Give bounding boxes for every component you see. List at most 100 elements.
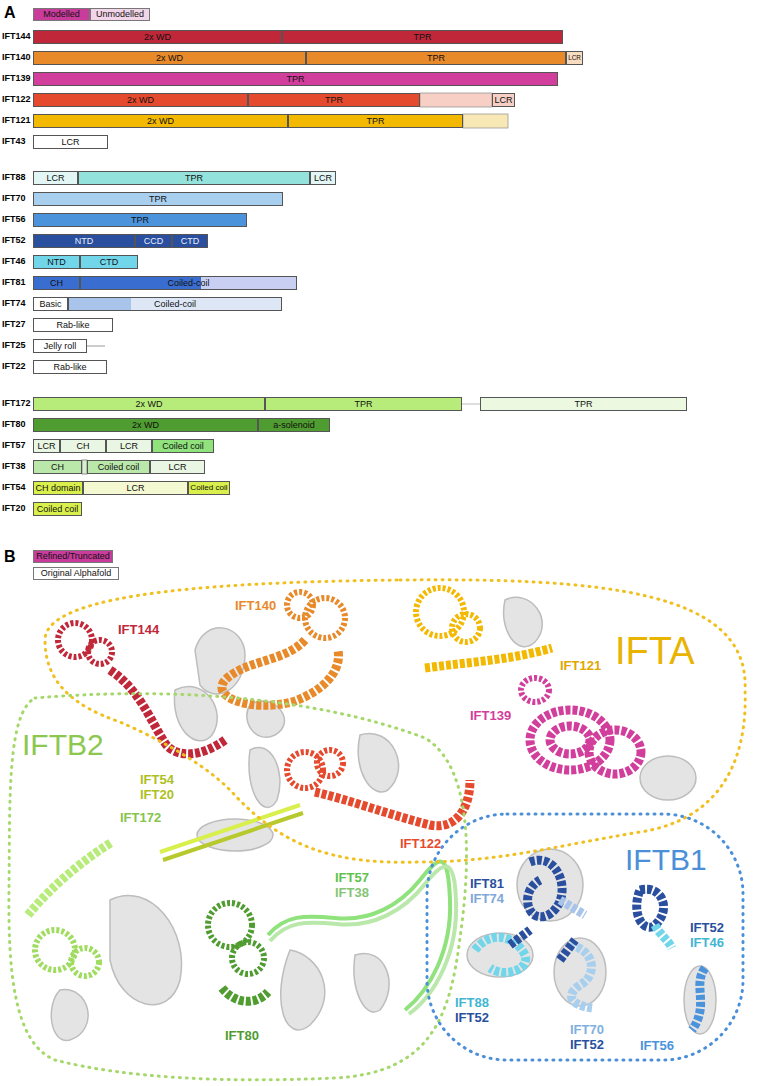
domain-label: TPR [325, 94, 343, 106]
protein-name: IFT56 [2, 214, 26, 225]
domain-bar: a-solenoid [258, 418, 330, 432]
domain-bar: LCR [33, 135, 108, 149]
domain-label: LCR [46, 172, 64, 184]
domain-bar: 2x WD [33, 93, 248, 107]
domain-bar: LCR [33, 439, 60, 453]
legend-swatch: Modelled [33, 8, 90, 21]
domain-label: CCD [144, 235, 164, 247]
domain-bar: 2x WD [33, 418, 258, 432]
protein-ribbon [692, 968, 705, 1030]
domain-label: LCR [314, 172, 332, 184]
domain-label: Coiled coil [190, 482, 227, 494]
domain-label: Basic [39, 298, 61, 310]
alphafold-model [249, 747, 280, 807]
alphafold-model [684, 966, 716, 1034]
domain-label: Rab-like [53, 361, 86, 373]
domain-label: TPR [575, 398, 593, 410]
region-heading: IFTB1 [625, 843, 707, 878]
dotted-outline [9, 694, 467, 1080]
domain-bar: LCR [33, 171, 78, 185]
protein-name: IFT54 [140, 772, 174, 787]
domain-label: CH [50, 277, 63, 289]
domain-label: 2x WD [156, 52, 183, 64]
domain-label: TPR [149, 193, 167, 205]
protein-ribbon [528, 860, 563, 917]
domain-bar: TPR [306, 51, 566, 65]
legend-swatch: Original Alphafold [33, 567, 119, 580]
domain-label: Coiled coil [98, 461, 140, 473]
domain-label: LCR [126, 482, 144, 494]
tpr-helix [315, 780, 470, 826]
protein-name: IFT144 [118, 622, 159, 637]
domain-label: LCR [168, 461, 186, 473]
domain-bar: CH [60, 439, 106, 453]
gap-line [462, 404, 480, 405]
domain-label: 2x WD [136, 398, 163, 410]
domain-bar: LCR [150, 460, 205, 474]
protein-name: IFT38 [335, 885, 369, 900]
protein-ribbon [560, 940, 575, 960]
domain-label: Rab-like [56, 319, 89, 331]
alphafold-model [51, 990, 88, 1041]
tpr-helix [222, 640, 339, 705]
tpr-helix [521, 678, 549, 702]
protein-name: IFT81 [470, 876, 504, 891]
protein-name: IFT74 [470, 891, 504, 906]
domain-bar: Basic [33, 297, 68, 311]
legend-swatch: Refined/Truncated [33, 550, 113, 563]
region-heading: IFTA [615, 630, 695, 674]
protein-name: IFT80 [2, 419, 26, 430]
complex-region: IFTB2 [5, 688, 475, 1080]
domain-label: Jelly roll [44, 340, 77, 352]
alphafold-model [358, 734, 398, 792]
domain-bar: Coiled coil [87, 460, 150, 474]
protein-name: IFT27 [2, 319, 26, 330]
protein-name: IFT20 [140, 787, 174, 802]
coiled-coil [160, 805, 300, 852]
domain-bar: CTD [80, 255, 138, 269]
domain-bar: 2x WD [33, 397, 265, 411]
tpr-helix [110, 670, 225, 754]
domain-label: 2x WD [132, 419, 159, 431]
alphafold-model [354, 953, 389, 1012]
protein-name: IFT74 [2, 298, 26, 309]
protein-ribbon [637, 889, 664, 927]
legend-text: Refined/Truncated [36, 551, 110, 562]
protein-name: IFT52 [690, 920, 724, 935]
domain-label: a-solenoid [273, 419, 315, 431]
protein-name: IFT25 [2, 340, 26, 351]
domain-bar: TPR [248, 93, 420, 107]
domain-label: CH [51, 461, 64, 473]
legend-swatch: Unmodelled [90, 8, 150, 21]
domain-label: CTD [100, 256, 119, 268]
region-heading: IFTB2 [22, 728, 104, 763]
legend-text: Original Alphafold [41, 568, 112, 579]
domain-bar: CH [33, 460, 82, 474]
tpr-helix [28, 842, 112, 915]
domain-bar: LCR [492, 93, 515, 107]
alphafold-model [110, 895, 182, 1004]
domain-label: CH [77, 440, 90, 452]
tpr-helix [589, 730, 641, 774]
domain-bar: TPR [33, 213, 247, 227]
domain-label: 2x WD [147, 115, 174, 127]
domain-bar: TPR [33, 192, 283, 206]
protein-ribbon [560, 900, 585, 915]
dotted-outline [427, 814, 743, 1060]
alphafold-model [281, 950, 325, 1030]
domain-bar: Coiled coil [152, 439, 214, 453]
protein-name: IFT57 [335, 870, 369, 885]
domain-label: CH domain [35, 482, 80, 494]
panel-letter: B [4, 548, 16, 566]
domain-label: LCR [568, 52, 581, 64]
protein-ribbon [570, 945, 592, 1008]
protein-name: IFT144 [2, 31, 31, 42]
protein-name: IFT46 [690, 935, 724, 950]
domain-bar: NTD [33, 234, 135, 248]
domain-label: Coiled-coil [167, 277, 209, 289]
domain-bar: Coiled-coil [80, 276, 297, 290]
coiled-coil [163, 813, 303, 860]
domain-label: NTD [47, 256, 66, 268]
domain-bar: Jelly roll [33, 339, 87, 353]
domain-bar: TPR [33, 72, 558, 86]
